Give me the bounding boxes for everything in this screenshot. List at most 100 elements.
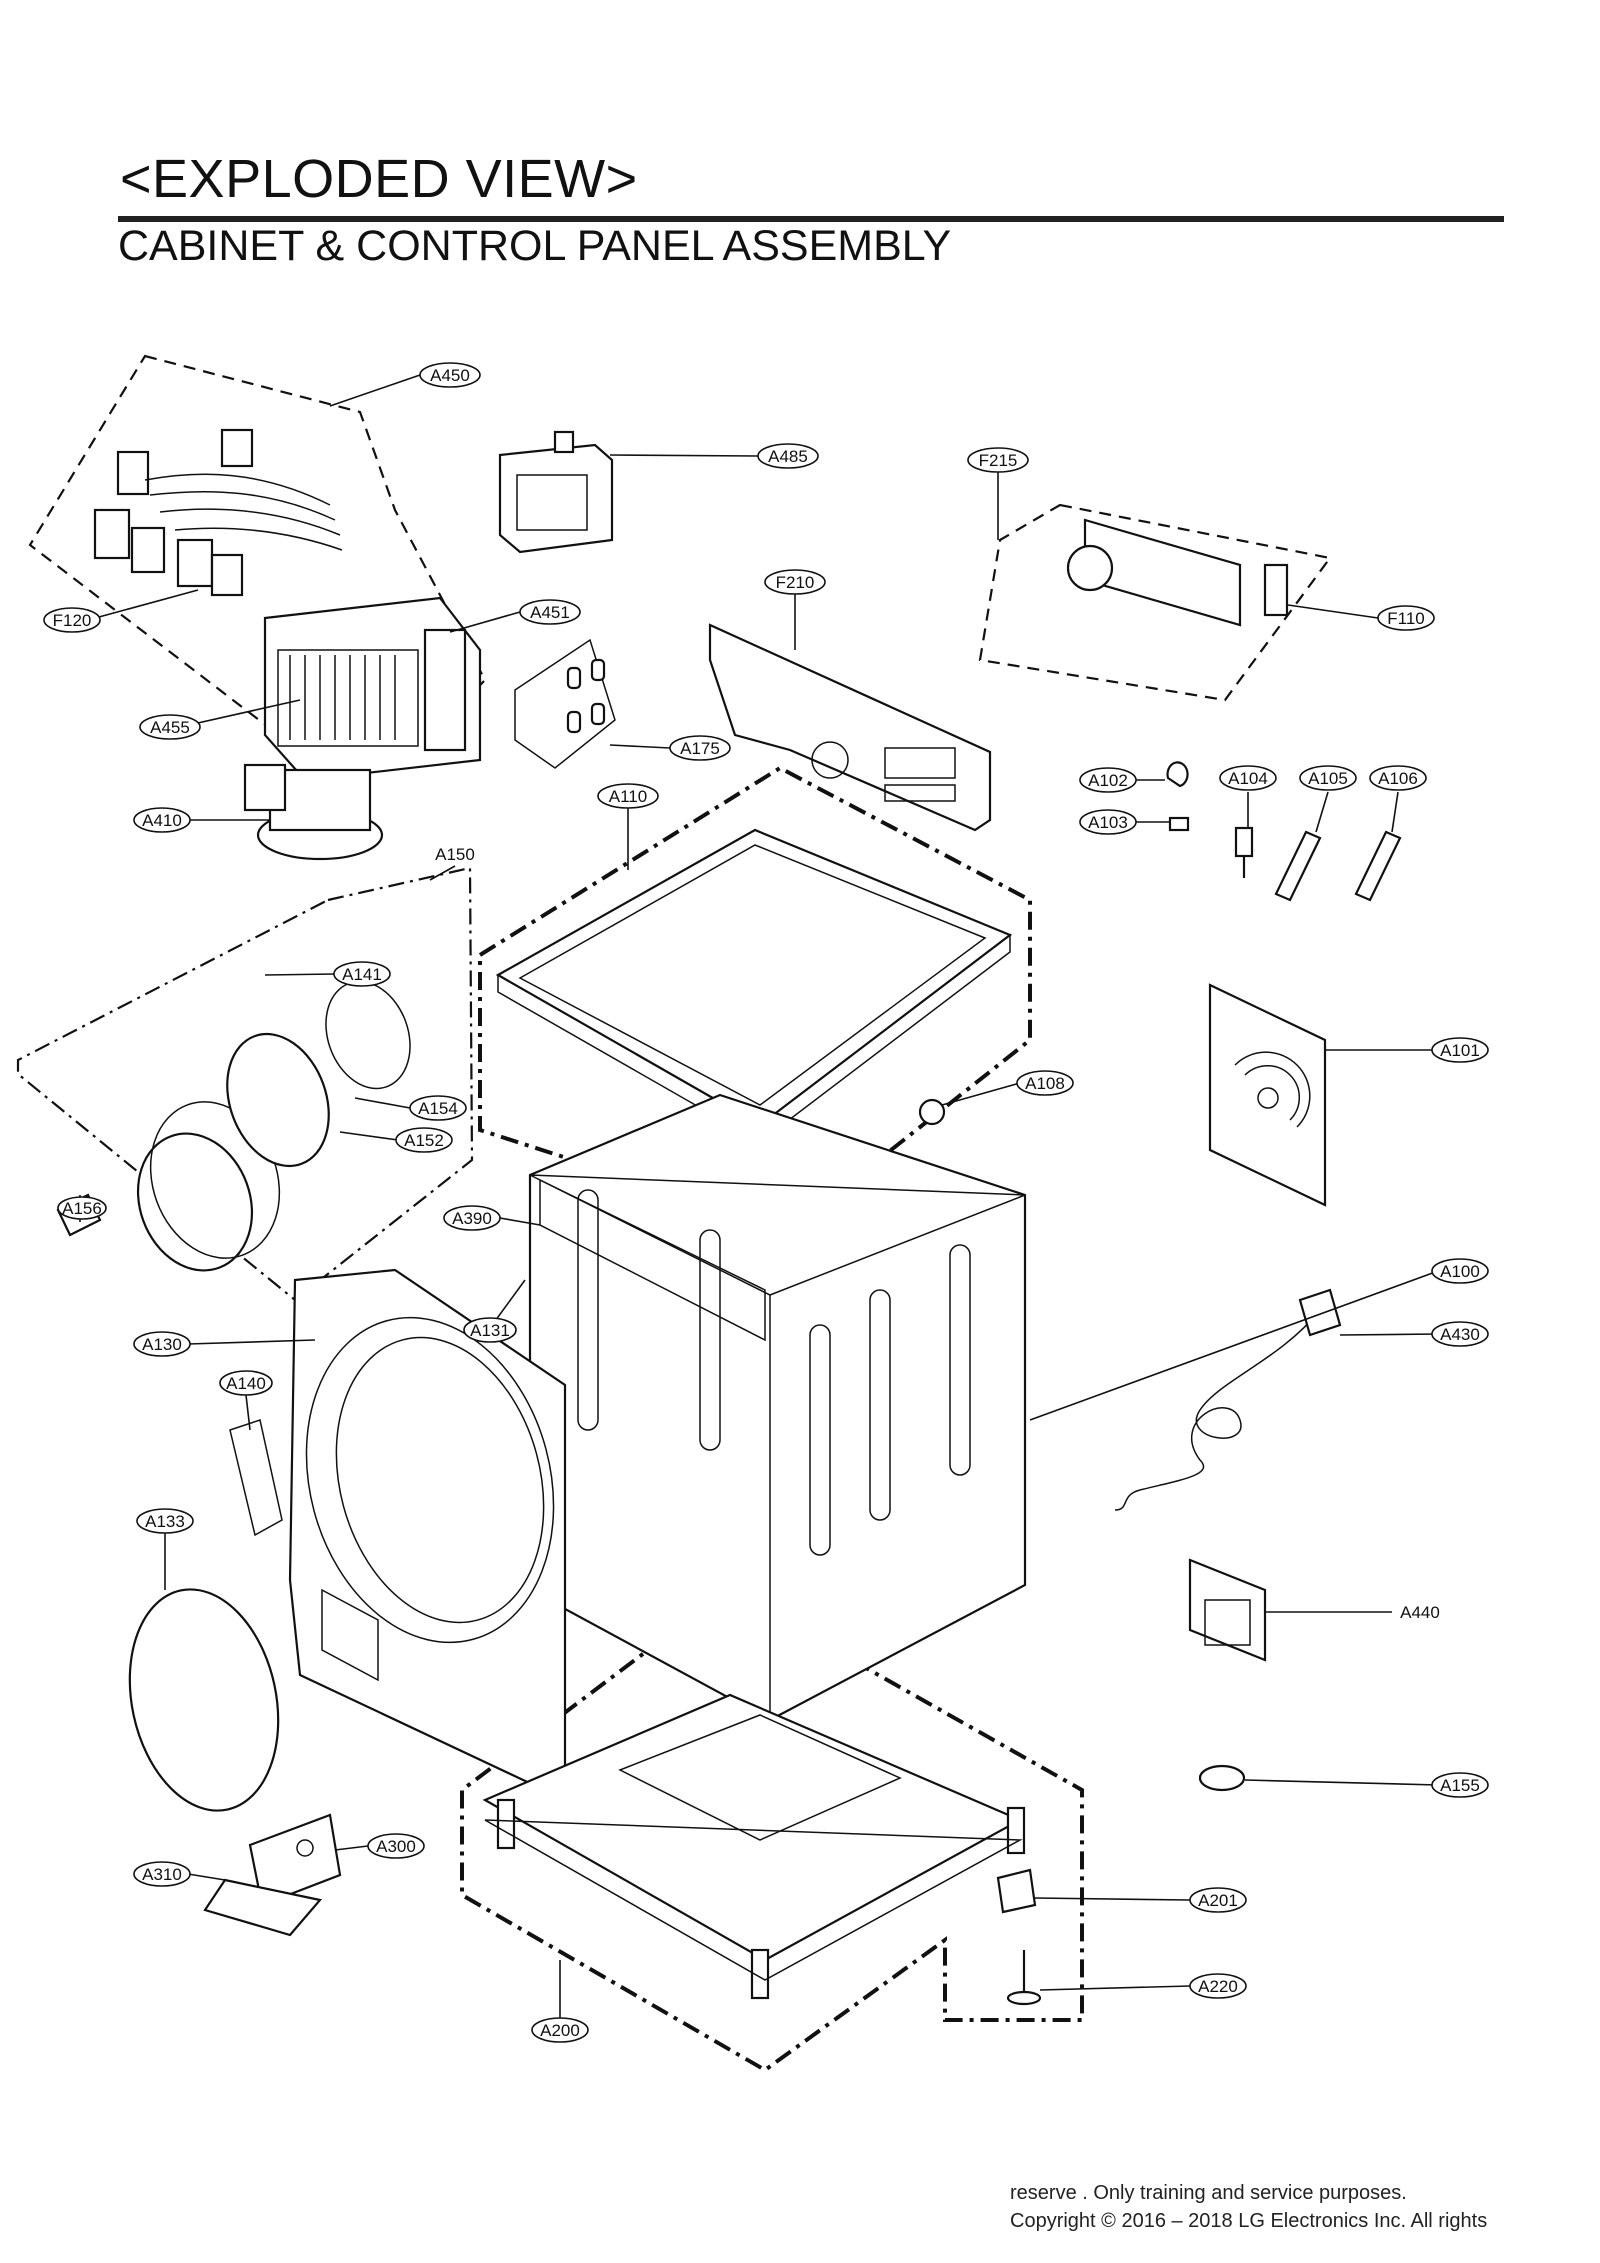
callout-f120: F120: [43, 607, 101, 633]
pressure-switch-part: [243, 763, 384, 861]
part-label-a451: A451: [530, 603, 570, 622]
cap-part: [1198, 1764, 1246, 1792]
part-label-a110: A110: [609, 787, 647, 806]
callout-a200: A200: [531, 2017, 589, 2043]
part-label-f110: F110: [1387, 609, 1425, 628]
callout-a175: A175: [669, 735, 731, 761]
rear-panel-part: [1208, 983, 1327, 1207]
bracket-part: [996, 1868, 1037, 1914]
callout-a105: A105: [1299, 765, 1357, 791]
part-label-a220: A220: [1198, 1977, 1238, 1996]
callout-a300: A300: [367, 1833, 425, 1859]
callout-a102: A102: [1079, 767, 1137, 793]
a175-bushings-part: [566, 658, 606, 734]
control-board-part: [263, 596, 482, 782]
small-parts-right: [1166, 761, 1402, 902]
callout-a152: A152: [395, 1127, 453, 1153]
part-label-a156: A156: [62, 1199, 102, 1218]
callout-a310: A310: [133, 1861, 191, 1887]
callout-a220: A220: [1189, 1973, 1247, 1999]
page-subtitle: CABINET & CONTROL PANEL ASSEMBLY: [118, 222, 952, 270]
part-label-a154: A154: [418, 1099, 458, 1118]
control-panel-part: [708, 623, 992, 832]
part-label-a104: A104: [1228, 769, 1268, 788]
callout-a104: A104: [1219, 765, 1277, 791]
callout-a201: A201: [1189, 1887, 1247, 1913]
part-label-f120: F120: [53, 611, 92, 630]
callout-f215: F215: [967, 447, 1029, 473]
callout-a106: A106: [1369, 765, 1427, 791]
callout-a410: A410: [133, 807, 191, 833]
callout-a130: A130: [133, 1331, 191, 1357]
callout-a101: A101: [1431, 1037, 1489, 1063]
part-label-a102: A102: [1088, 771, 1128, 790]
door-assembly-part: [56, 980, 411, 1272]
page-title: <EXPLODED VIEW>: [120, 149, 638, 209]
callout-a131: A131: [463, 1317, 517, 1343]
callout-a155: A155: [1431, 1772, 1489, 1798]
group-outline-top-plate: [478, 765, 1032, 1233]
callout-a455: A455: [139, 714, 201, 740]
callout-a141: A141: [333, 961, 391, 987]
part-label-a141: A141: [342, 965, 382, 984]
leveling-foot-part: [1006, 1950, 1042, 2006]
part-label-a108: A108: [1025, 1074, 1065, 1093]
part-label-a200: A200: [540, 2021, 580, 2040]
part-label-a450: A450: [430, 366, 470, 385]
power-cord-part: [1114, 1288, 1342, 1511]
title-rule: [118, 216, 1504, 222]
footer-copyright: Copyright © 2016 – 2018 LG Electronics I…: [1010, 2210, 1488, 2232]
callout-f110: F110: [1377, 605, 1435, 631]
callout-a485: A485: [757, 443, 819, 469]
callout-a140: A140: [219, 1370, 273, 1396]
part-label-a175: A175: [680, 739, 720, 758]
noise-filter-part: [1188, 1558, 1267, 1662]
part-label-a106: A106: [1378, 769, 1418, 788]
part-label-a455: A455: [150, 718, 190, 737]
group-outline-base: [460, 1587, 1084, 2073]
part-label-a310: A310: [142, 1865, 182, 1884]
part-label-a150: A150: [435, 845, 475, 864]
part-label-a201: A201: [1198, 1891, 1238, 1910]
callout-a108: A108: [1016, 1070, 1074, 1096]
callout-a390: A390: [443, 1205, 501, 1231]
base-part: [482, 1693, 1026, 2000]
ring-part: [128, 1588, 280, 1812]
hinge-part: [229, 1419, 283, 1537]
callout-a100: A100: [1431, 1258, 1489, 1284]
callout-a133: A133: [136, 1508, 194, 1534]
part-label-a140: A140: [226, 1374, 266, 1393]
part-label-a131: A131: [470, 1321, 510, 1340]
part-label-a133: A133: [145, 1512, 185, 1531]
display-pcb-part: [1066, 518, 1289, 627]
part-label-f210: F210: [776, 573, 815, 592]
callout-a440: A440: [1400, 1603, 1440, 1622]
part-label-a300: A300: [376, 1837, 416, 1856]
callout-f210: F210: [764, 569, 826, 595]
footer-notice: reserve . Only training and service purp…: [1010, 2182, 1407, 2204]
part-label-a130: A130: [142, 1335, 182, 1354]
part-label-a101: A101: [1440, 1041, 1480, 1060]
part-label-a152: A152: [404, 1131, 444, 1150]
callout-a450: A450: [419, 362, 481, 388]
group-outline-a175: [514, 638, 616, 769]
callout-a156: A156: [57, 1196, 107, 1220]
part-label-a100: A100: [1440, 1262, 1480, 1281]
part-label-a410: A410: [142, 811, 182, 830]
top-plate-part: [495, 828, 1013, 1144]
callout-a430: A430: [1431, 1321, 1489, 1347]
part-label-a155: A155: [1440, 1776, 1480, 1795]
part-label-a485: A485: [768, 447, 808, 466]
part-label-a440: A440: [1400, 1603, 1440, 1622]
callout-a154: A154: [409, 1095, 467, 1121]
part-label-a105: A105: [1308, 769, 1348, 788]
group-outline-control-panel: [978, 503, 1332, 702]
part-label-a430: A430: [1440, 1325, 1480, 1344]
callout-a150: A150: [435, 845, 475, 864]
callout-a110: A110: [597, 783, 659, 809]
a485-bracket-part: [498, 430, 614, 554]
part-label-a103: A103: [1088, 813, 1128, 832]
wire-harness-part: [93, 428, 343, 597]
